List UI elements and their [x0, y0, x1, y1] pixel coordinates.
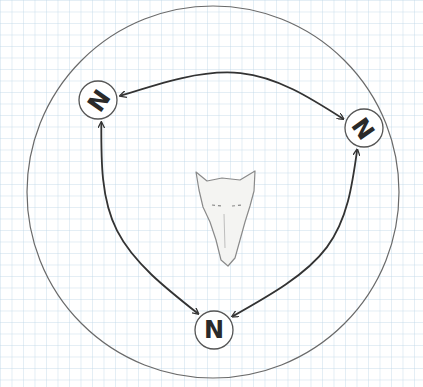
rotation-arrow — [233, 150, 358, 316]
symbol-circle: N — [78, 80, 118, 120]
rotation-arrow — [101, 123, 198, 314]
rotation-arrow — [121, 72, 343, 118]
outer-circle — [27, 6, 399, 378]
symbol-letter: N — [336, 100, 392, 156]
wolf-head — [196, 171, 255, 266]
symbol-circle: N — [194, 310, 234, 350]
symbol-circle: N — [344, 108, 384, 148]
symbol-letter: N — [194, 310, 234, 350]
symbol-letter: N — [70, 72, 126, 128]
